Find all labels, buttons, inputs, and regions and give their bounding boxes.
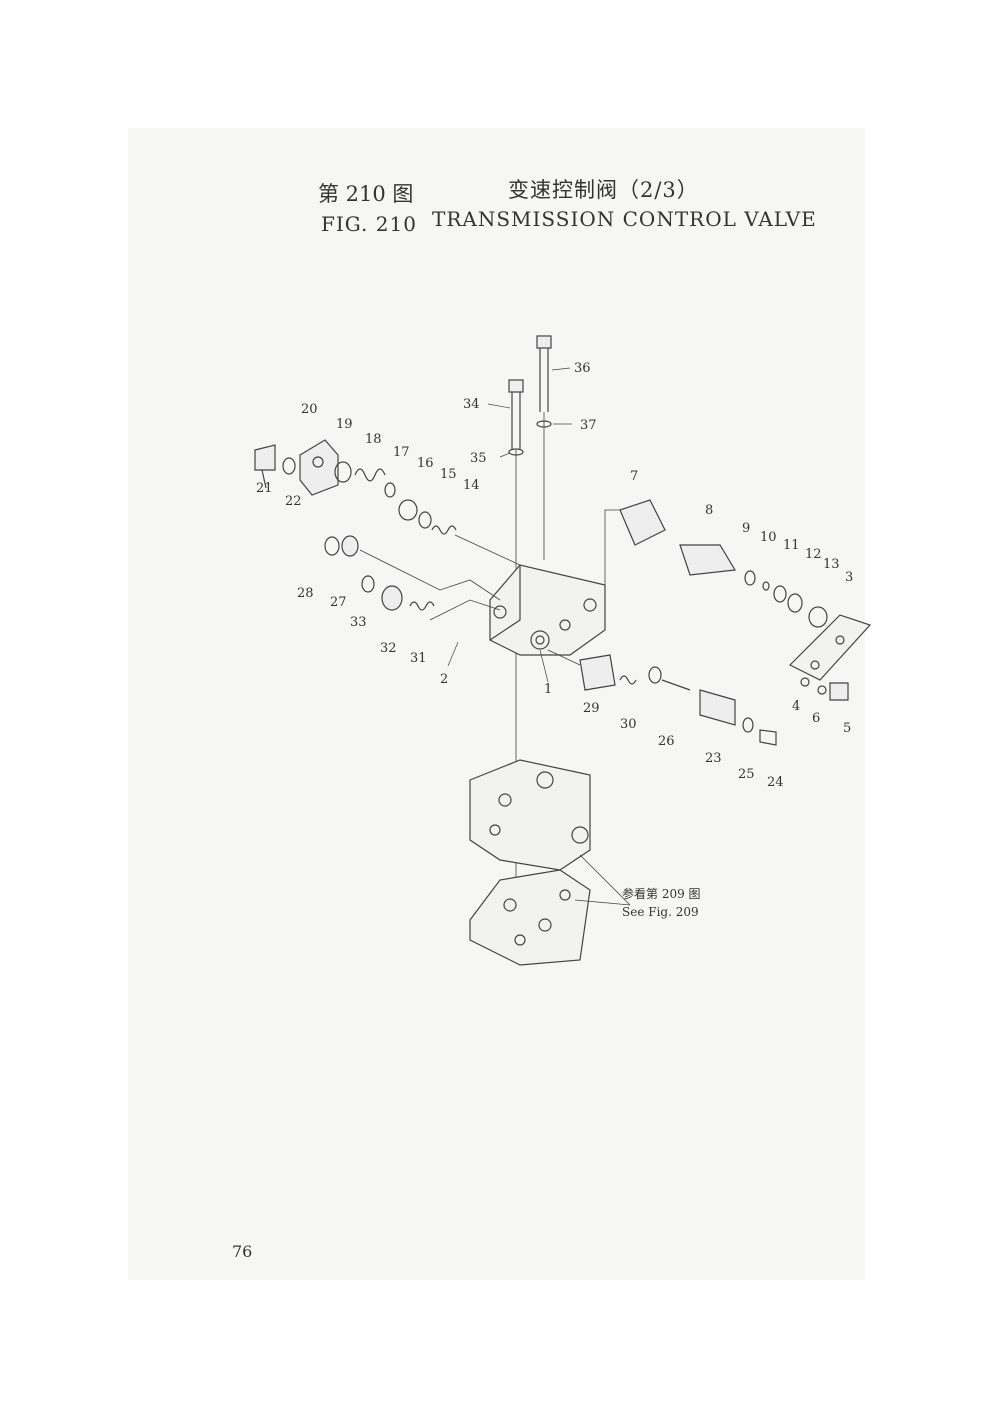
part-label-2: 2: [440, 672, 448, 687]
washer-35: [508, 448, 524, 456]
part-label-15: 15: [440, 467, 457, 482]
part-label-16: 16: [417, 456, 434, 471]
part-label-7: 7: [630, 469, 638, 484]
part-label-12: 12: [805, 547, 822, 562]
figure-title-cn: 变速控制阀（2/3）: [508, 178, 699, 202]
washer-37: [536, 420, 552, 428]
part-label-28: 28: [297, 586, 314, 601]
reference-note-en: See Fig. 209: [622, 905, 699, 919]
part-label-35: 35: [470, 451, 487, 466]
part-label-5: 5: [843, 721, 851, 736]
spring-assembly-lower-left: [324, 535, 501, 621]
page-number: 76: [232, 1242, 253, 1261]
bolt-36: [536, 335, 552, 560]
part-label-27: 27: [330, 595, 347, 610]
part-label-3: 3: [845, 570, 853, 585]
part-label-22: 22: [285, 494, 302, 509]
part-label-18: 18: [365, 432, 382, 447]
part-label-10: 10: [760, 530, 777, 545]
part-label-37: 37: [580, 418, 597, 433]
valve-body: [489, 564, 606, 656]
reference-note-cn: 参看第 209 图: [622, 887, 701, 901]
part-label-32: 32: [380, 641, 397, 656]
spring-assembly-left: [254, 439, 521, 566]
lower-valve-body: [469, 759, 631, 966]
spring-assembly-lower-right: [547, 649, 777, 746]
part-labels: 1 2 3 4 5 6 7 8 9 10 11 12 13 14 15 16 1…: [256, 361, 853, 790]
part-label-14: 14: [463, 478, 480, 493]
part-label-8: 8: [705, 503, 713, 518]
part-label-34: 34: [463, 397, 480, 412]
part-label-17: 17: [393, 445, 410, 460]
part-label-29: 29: [583, 701, 600, 716]
part-label-21: 21: [256, 481, 273, 496]
spring-assembly-right: [604, 499, 872, 701]
part-label-6: 6: [812, 711, 820, 726]
part-label-23: 23: [705, 751, 722, 766]
part-label-13: 13: [823, 557, 840, 572]
part-label-25: 25: [738, 767, 755, 782]
part-label-1: 1: [544, 682, 552, 697]
part-label-36: 36: [574, 361, 591, 376]
part-label-4: 4: [792, 699, 800, 714]
part-label-24: 24: [767, 775, 784, 790]
part-label-11: 11: [783, 538, 800, 553]
bolt-34: [508, 379, 524, 960]
part-label-19: 19: [336, 417, 353, 432]
figure-title-en: TRANSMISSION CONTROL VALVE: [432, 207, 817, 231]
part-label-20: 20: [301, 402, 318, 417]
part-label-33: 33: [350, 615, 367, 630]
part-label-9: 9: [742, 521, 750, 536]
scanned-page: [128, 128, 865, 1280]
part-label-30: 30: [620, 717, 637, 732]
part-label-26: 26: [658, 734, 675, 749]
figure-number-en: FIG. 210: [321, 212, 417, 236]
part-label-31: 31: [410, 651, 427, 666]
figure-number-cn: 第 210 图: [318, 182, 414, 206]
